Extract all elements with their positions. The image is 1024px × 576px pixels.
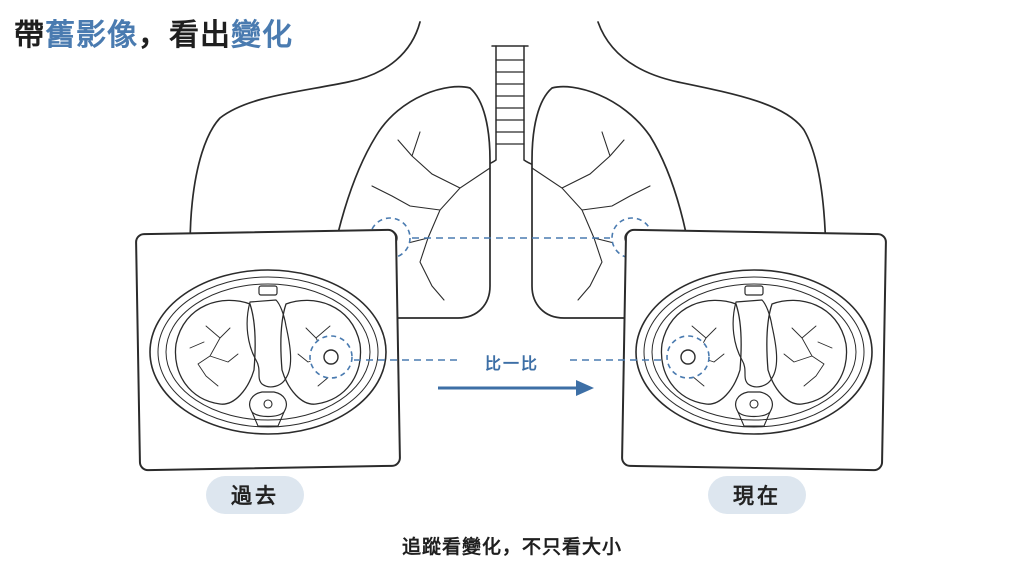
title-part1: 帶	[14, 18, 45, 53]
torso-outline	[189, 21, 827, 301]
compare-label: 比一比	[458, 350, 566, 374]
title-part3: ，看出	[138, 18, 231, 53]
past-label: 過去	[206, 476, 304, 514]
compare-arrow	[438, 380, 594, 396]
ct-panel-present	[621, 228, 887, 472]
ct-panel-past	[135, 228, 401, 472]
title-accent-change: 變化	[231, 18, 293, 53]
title-accent-old-image: 舊影像	[45, 18, 138, 53]
present-label: 現在	[708, 476, 806, 514]
caption-text: 追蹤看變化，不只看大小	[401, 536, 622, 558]
page-title: 帶舊影像，看出變化	[14, 10, 293, 54]
bronchial-tree	[371, 131, 651, 301]
